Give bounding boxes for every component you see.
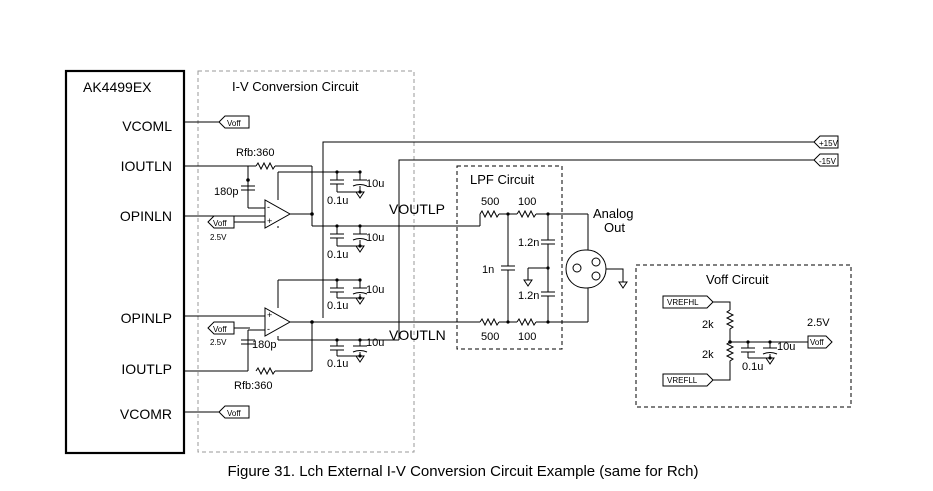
svg-text:Voff: Voff xyxy=(213,219,227,228)
m15-tag xyxy=(813,153,839,167)
svg-text:Out: Out xyxy=(604,220,625,235)
svg-text:100: 100 xyxy=(518,196,536,208)
voutln-label: VOUTLN xyxy=(389,327,446,343)
svg-text:10u: 10u xyxy=(777,341,795,353)
svg-text:+15V: +15V xyxy=(819,139,839,148)
svg-text:10u: 10u xyxy=(366,284,384,296)
svg-text:0.1u: 0.1u xyxy=(327,195,348,207)
decoupling-top-positive: 10u 0.1u xyxy=(323,170,384,207)
chip-name: AK4499EX xyxy=(83,79,152,95)
svg-text:1n: 1n xyxy=(482,264,494,276)
svg-text:+: + xyxy=(267,216,272,226)
lpf-block-outline xyxy=(456,165,563,350)
pin-opinln-label: OPINLN xyxy=(120,208,172,224)
rfb-top-label: Rfb:360 xyxy=(236,147,275,159)
svg-text:0.1u: 0.1u xyxy=(327,358,348,370)
v25-bot-label: 2.5V xyxy=(210,338,227,347)
pin-vcomr-label: VCOMR xyxy=(120,406,172,422)
svg-text:2.5V: 2.5V xyxy=(807,317,830,329)
svg-text:500: 500 xyxy=(481,331,499,343)
vcoml-voff-tag xyxy=(218,115,250,129)
svg-text:-: - xyxy=(267,324,270,334)
pin-ioutln-label: IOUTLN xyxy=(121,158,172,174)
analog-out-connector: Analog Out xyxy=(565,206,633,322)
lpf-network: 500 100 500 100 1n 1.2n 1.2n xyxy=(479,196,588,343)
svg-text:+: + xyxy=(267,310,272,320)
pin-ioutlp-label: IOUTLP xyxy=(121,361,172,377)
voff-circuit: VREFHL 2k 2k VREFLL Voff 2.5V 10u 0.1u xyxy=(662,295,833,387)
vcomr-voff-tag xyxy=(218,405,250,419)
voutlp-label: VOUTLP xyxy=(389,201,445,217)
opamp-top: - + xyxy=(264,199,292,229)
decoupling-bot-negative: 10u 0.1u xyxy=(327,337,384,370)
svg-text:10u: 10u xyxy=(366,178,384,190)
svg-text:1.2n: 1.2n xyxy=(518,290,539,302)
svg-text:0.1u: 0.1u xyxy=(327,249,348,261)
voff-block-outline xyxy=(635,264,852,408)
cap-180p-top-label: 180p xyxy=(214,186,238,198)
svg-text:VREFHL: VREFHL xyxy=(667,298,699,307)
p15-tag xyxy=(813,135,839,149)
rail-m15 xyxy=(398,159,814,226)
voff-out-tag xyxy=(807,335,833,349)
voff-block-title: Voff Circuit xyxy=(706,272,769,287)
iv-block-title: I-V Conversion Circuit xyxy=(232,79,359,94)
vrefll-tag xyxy=(662,373,714,387)
opamp-bottom: + - xyxy=(264,307,292,337)
figure-caption: Figure 31. Lch External I-V Conversion C… xyxy=(227,463,698,480)
rail-p15 xyxy=(322,141,814,172)
rfb-bot-resistor xyxy=(255,366,276,376)
rfb-top-resistor xyxy=(255,161,276,171)
svg-text:500: 500 xyxy=(481,196,499,208)
svg-text:2k: 2k xyxy=(702,319,714,331)
svg-text:Voff: Voff xyxy=(810,338,824,347)
pin-opinlp-label: OPINLP xyxy=(121,310,172,326)
iv-block-outline xyxy=(197,70,415,453)
svg-text:2k: 2k xyxy=(702,349,714,361)
svg-text:1.2n: 1.2n xyxy=(518,237,539,249)
decoupling-bot-positive: 10u 0.1u xyxy=(323,278,384,312)
svg-text:Voff: Voff xyxy=(227,119,241,128)
rfb-bot-label: Rfb:360 xyxy=(234,380,273,392)
decoupling-top-negative: 10u 0.1u xyxy=(327,224,384,261)
vrefhl-tag xyxy=(662,295,714,309)
svg-text:0.1u: 0.1u xyxy=(742,361,763,373)
svg-text:-15V: -15V xyxy=(819,157,837,166)
lpf-block-title: LPF Circuit xyxy=(470,172,535,187)
ak4499ex-chip: AK4499EX VCOML IOUTLN OPINLN OPINLP IOUT… xyxy=(64,69,186,455)
v25-top-label: 2.5V xyxy=(210,233,227,242)
pin-vcoml-label: VCOML xyxy=(122,118,172,134)
svg-text:100: 100 xyxy=(518,331,536,343)
svg-text:-: - xyxy=(267,202,270,212)
svg-text:Analog: Analog xyxy=(593,206,633,221)
svg-text:0.1u: 0.1u xyxy=(327,300,348,312)
svg-text:10u: 10u xyxy=(366,337,384,349)
cap-180p-bot-label: 180p xyxy=(252,339,276,351)
svg-text:10u: 10u xyxy=(366,232,384,244)
svg-text:Voff: Voff xyxy=(213,325,227,334)
svg-text:Voff: Voff xyxy=(227,409,241,418)
svg-text:VREFLL: VREFLL xyxy=(667,376,698,385)
